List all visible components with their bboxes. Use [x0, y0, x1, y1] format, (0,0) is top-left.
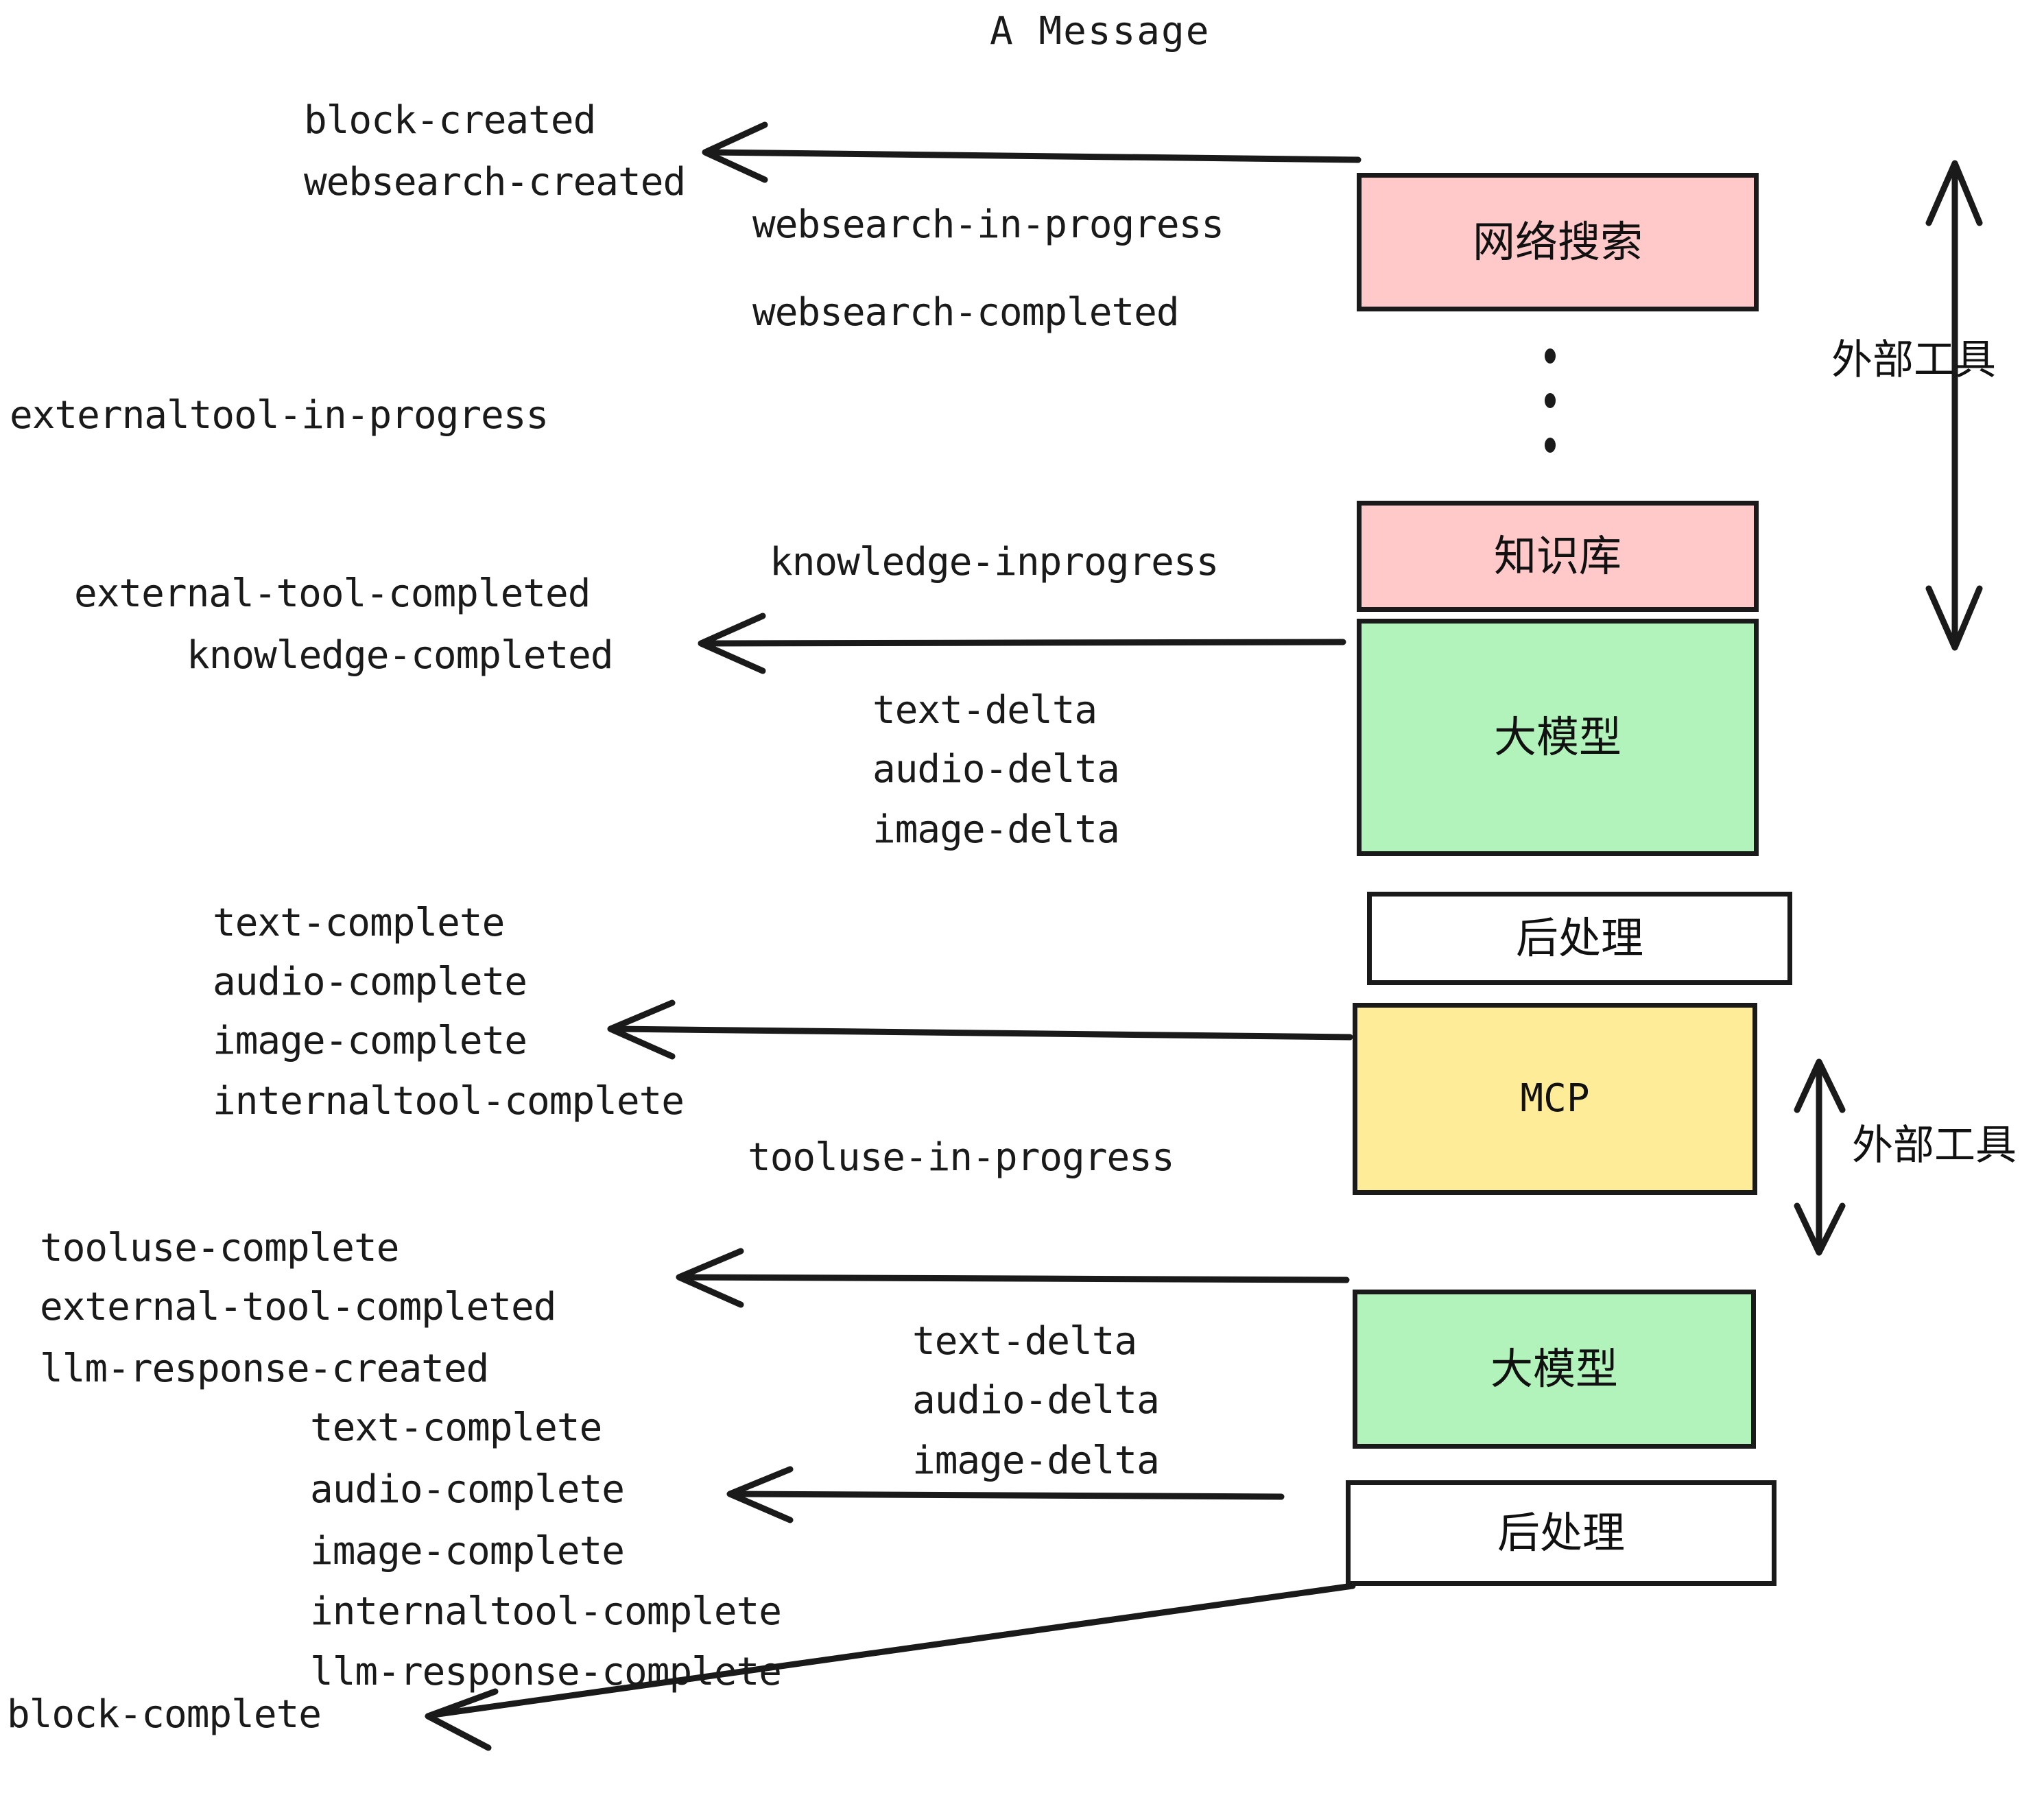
event-label-image-delta-second: image-delta	[912, 1438, 1160, 1483]
event-label-websearch-created: websearch-created	[304, 160, 686, 204]
external-tools-arrow-top	[1925, 160, 1983, 651]
arrow-knowledge-to-events	[698, 613, 1346, 674]
node-websearch[interactable]: 网络搜索	[1357, 173, 1759, 311]
event-label-audio-complete-second: audio-complete	[310, 1467, 625, 1512]
event-label-image-complete-first: image-complete	[213, 1019, 527, 1063]
node-llm-second-label: 大模型	[1490, 1344, 1618, 1394]
event-label-text-complete-second: text-complete	[310, 1405, 602, 1450]
node-llm-first[interactable]: 大模型	[1357, 619, 1759, 856]
event-label-internaltool-complete-first: internaltool-complete	[213, 1079, 685, 1124]
node-postprocess-second[interactable]: 后处理	[1346, 1480, 1776, 1586]
node-knowledge-label: 知识库	[1493, 531, 1621, 581]
node-postprocess-first-label: 后处理	[1515, 913, 1643, 963]
event-label-external-tool-completed-second: external-tool-completed	[40, 1285, 556, 1329]
event-label-text-complete-first: text-complete	[213, 901, 505, 945]
event-label-audio-delta-second: audio-delta	[912, 1378, 1160, 1423]
event-label-image-complete-second: image-complete	[310, 1529, 625, 1574]
arrow-websearch-to-events	[702, 121, 1362, 183]
event-label-tooluse-complete: tooluse-complete	[40, 1226, 399, 1270]
node-knowledge[interactable]: 知识库	[1357, 501, 1759, 612]
ellipsis-dot	[1545, 348, 1556, 364]
event-label-knowledge-completed: knowledge-completed	[187, 633, 614, 678]
ellipsis-dot	[1545, 438, 1556, 453]
event-label-block-complete: block-complete	[7, 1692, 322, 1737]
ellipsis-dot	[1545, 393, 1556, 408]
event-label-image-delta-first: image-delta	[872, 807, 1120, 852]
diagram-title: A Message	[990, 9, 1211, 54]
arrow-mcp-to-tooluse-events	[676, 1248, 1350, 1308]
event-label-externaltool-in-progress: externaltool-in-progress	[10, 393, 549, 438]
event-label-text-delta-second: text-delta	[912, 1319, 1137, 1364]
event-label-audio-complete-first: audio-complete	[213, 960, 527, 1004]
node-mcp[interactable]: MCP	[1353, 1003, 1757, 1195]
event-label-audio-delta-first: audio-delta	[872, 747, 1120, 792]
node-postprocess-first[interactable]: 后处理	[1367, 892, 1792, 985]
event-label-websearch-in-progress: websearch-in-progress	[752, 202, 1224, 247]
event-label-text-delta-first: text-delta	[872, 688, 1097, 733]
node-mcp-label: MCP	[1520, 1076, 1590, 1121]
event-label-external-tool-completed-first: external-tool-completed	[74, 571, 591, 616]
event-label-block-created: block-created	[304, 98, 596, 143]
external-tools-label-top: 外部工具	[1831, 336, 1996, 384]
external-tools-arrow-bottom	[1794, 1058, 1846, 1256]
node-llm-second[interactable]: 大模型	[1353, 1290, 1756, 1449]
external-tools-label-bottom: 外部工具	[1852, 1121, 2017, 1170]
event-label-websearch-completed: websearch-completed	[752, 290, 1180, 335]
vertical-ellipsis	[1543, 348, 1557, 453]
event-label-llm-response-complete: llm-response-complete	[310, 1650, 782, 1694]
event-label-internaltool-complete-second: internaltool-complete	[310, 1589, 782, 1634]
event-label-knowledge-inprogress: knowledge-inprogress	[770, 540, 1219, 584]
event-label-tooluse-in-progress: tooluse-in-progress	[748, 1135, 1175, 1180]
node-websearch-label: 网络搜索	[1472, 217, 1643, 267]
event-label-llm-response-created: llm-response-created	[40, 1346, 489, 1391]
node-llm-first-label: 大模型	[1493, 712, 1621, 762]
node-postprocess-second-label: 后处理	[1497, 1508, 1625, 1558]
arrow-llm-to-complete-events	[607, 999, 1353, 1060]
